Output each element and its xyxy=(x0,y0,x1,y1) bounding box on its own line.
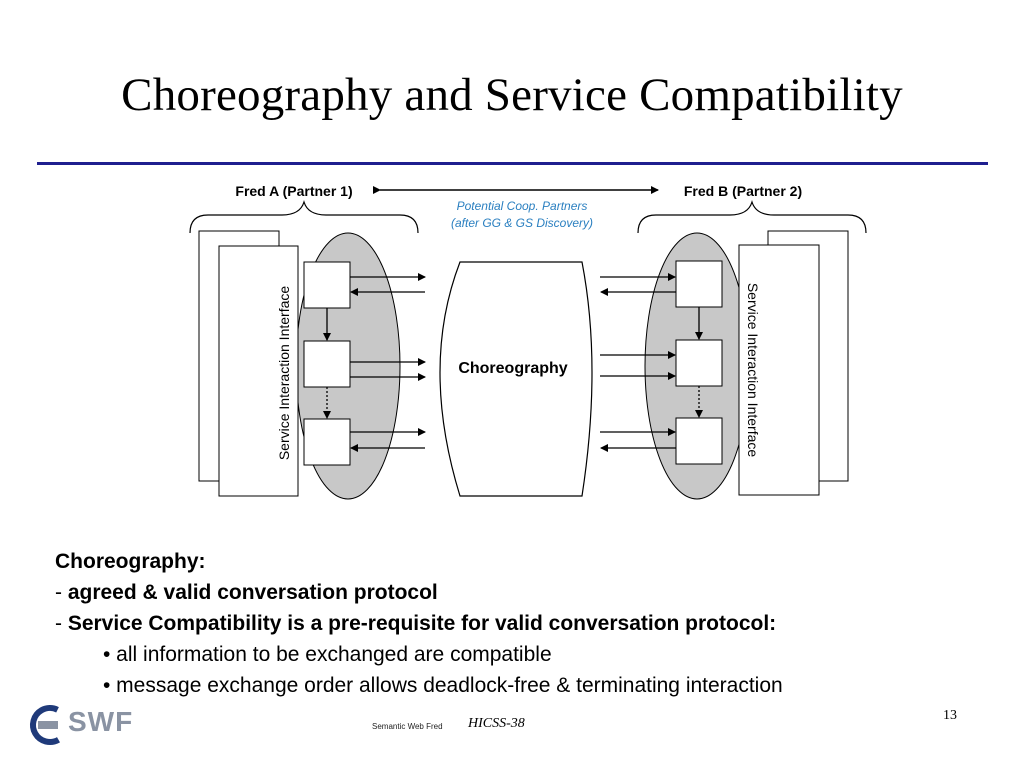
left-state-box-1 xyxy=(303,261,351,309)
right-state-box-2 xyxy=(675,339,723,387)
footer-conference: HICSS-38 xyxy=(468,716,525,731)
footer-organization: Semantic Web Fred xyxy=(372,722,443,731)
slide-body: Choreography: - agreed & valid conversat… xyxy=(55,546,783,701)
left-interface-panel xyxy=(218,245,299,497)
partner-a-label: Fred A (Partner 1) xyxy=(235,183,352,199)
left-state-box-3 xyxy=(303,418,351,466)
left-interface-label: Service Interaction Interface xyxy=(276,286,292,461)
body-item-2-text: Service Compatibility is a pre-requisite… xyxy=(67,612,777,635)
brace-left xyxy=(189,199,419,234)
coop-partners-line1: Potential Coop. Partners xyxy=(457,199,588,213)
right-state-box-3 xyxy=(675,417,723,465)
right-state-box-1 xyxy=(675,260,723,308)
title-divider xyxy=(37,162,988,165)
slide-title: Choreography and Service Compatibility xyxy=(121,69,903,121)
right-interface-label: Service Interaction Interface xyxy=(745,283,761,458)
brace-right xyxy=(637,199,867,234)
swf-logo-icon xyxy=(30,705,70,745)
choreography-shape xyxy=(439,261,593,497)
body-item-2-dash: - xyxy=(55,612,68,635)
page-number: 13 xyxy=(943,708,957,723)
partner-b-label: Fred B (Partner 2) xyxy=(684,183,802,199)
body-item-1-dash: - xyxy=(55,581,68,604)
choreography-label: Choreography xyxy=(458,360,567,377)
right-interface-panel xyxy=(738,244,820,496)
coop-partners-line2: (after GG & GS Discovery) xyxy=(451,216,593,230)
body-subitem-2: • message exchange order allows deadlock… xyxy=(103,674,783,697)
left-state-box-2 xyxy=(303,340,351,388)
body-item-1-text: agreed & valid conversation protocol xyxy=(67,581,438,604)
body-item-2: - Service Compatibility is a pre-requisi… xyxy=(55,608,783,639)
body-subitem-1: • all information to be exchanged are co… xyxy=(103,643,552,666)
logo-text: SWF xyxy=(68,706,134,737)
body-heading: Choreography: xyxy=(55,550,206,573)
body-item-1: - agreed & valid conversation protocol xyxy=(55,577,783,608)
